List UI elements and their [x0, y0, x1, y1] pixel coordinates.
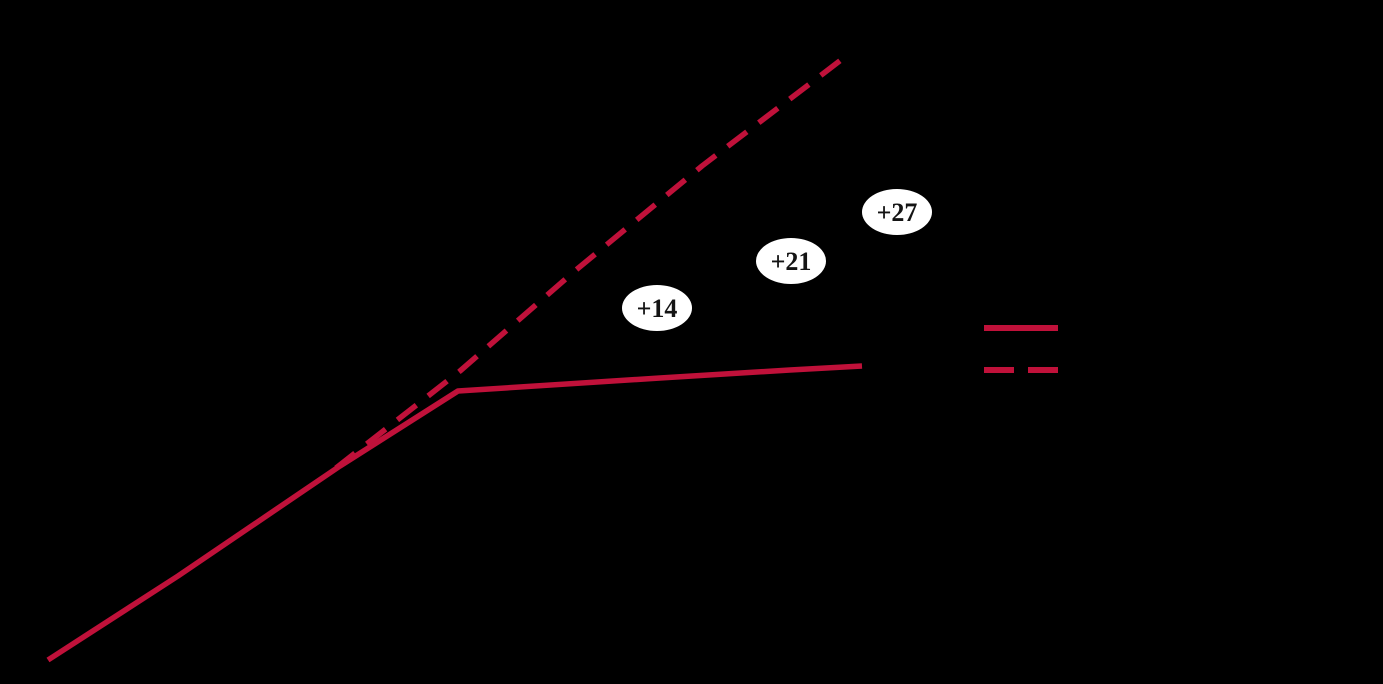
annotation-label: +27 — [877, 198, 918, 227]
annotation-label: +14 — [637, 294, 678, 323]
annotation-bubble — [862, 189, 932, 235]
annotation-bubble — [622, 285, 692, 331]
annotation-label: +21 — [771, 247, 812, 276]
annotation-bubble — [756, 238, 826, 284]
actual-solid-line — [46, 363, 863, 663]
